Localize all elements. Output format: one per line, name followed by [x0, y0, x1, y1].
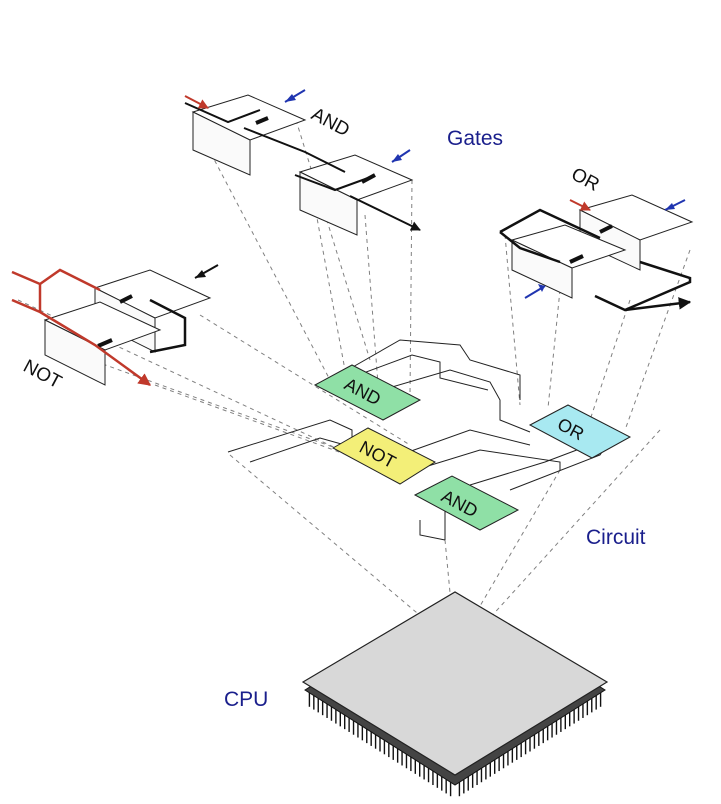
cpu-pins-right — [458, 692, 602, 797]
circuit-caption: Circuit — [586, 526, 646, 549]
switch-contact-icon — [184, 102, 421, 231]
signal-arrow-icon — [524, 199, 686, 299]
circuit-not-block: NOT — [331, 427, 437, 485]
cpu-caption: CPU — [224, 688, 269, 711]
and-gate-label: AND — [308, 104, 353, 141]
gates-caption: Gates — [447, 127, 504, 150]
signal-arrow-icon — [194, 264, 219, 279]
circuit-wiring — [227, 339, 611, 541]
cpu-pins-left — [308, 692, 452, 797]
or-gate-label: OR — [568, 164, 603, 196]
cpu-chip — [301, 591, 609, 797]
not-gate-detail: NOT — [11, 264, 219, 393]
circuit-and-block-upper: AND — [313, 364, 422, 421]
signal-arrow-icon — [184, 89, 411, 163]
circuit-or-block: OR — [528, 404, 632, 459]
and-gate-detail: AND — [184, 89, 421, 236]
circuit-and-block-lower: AND — [413, 475, 520, 531]
or-gate-detail: OR — [499, 164, 694, 312]
